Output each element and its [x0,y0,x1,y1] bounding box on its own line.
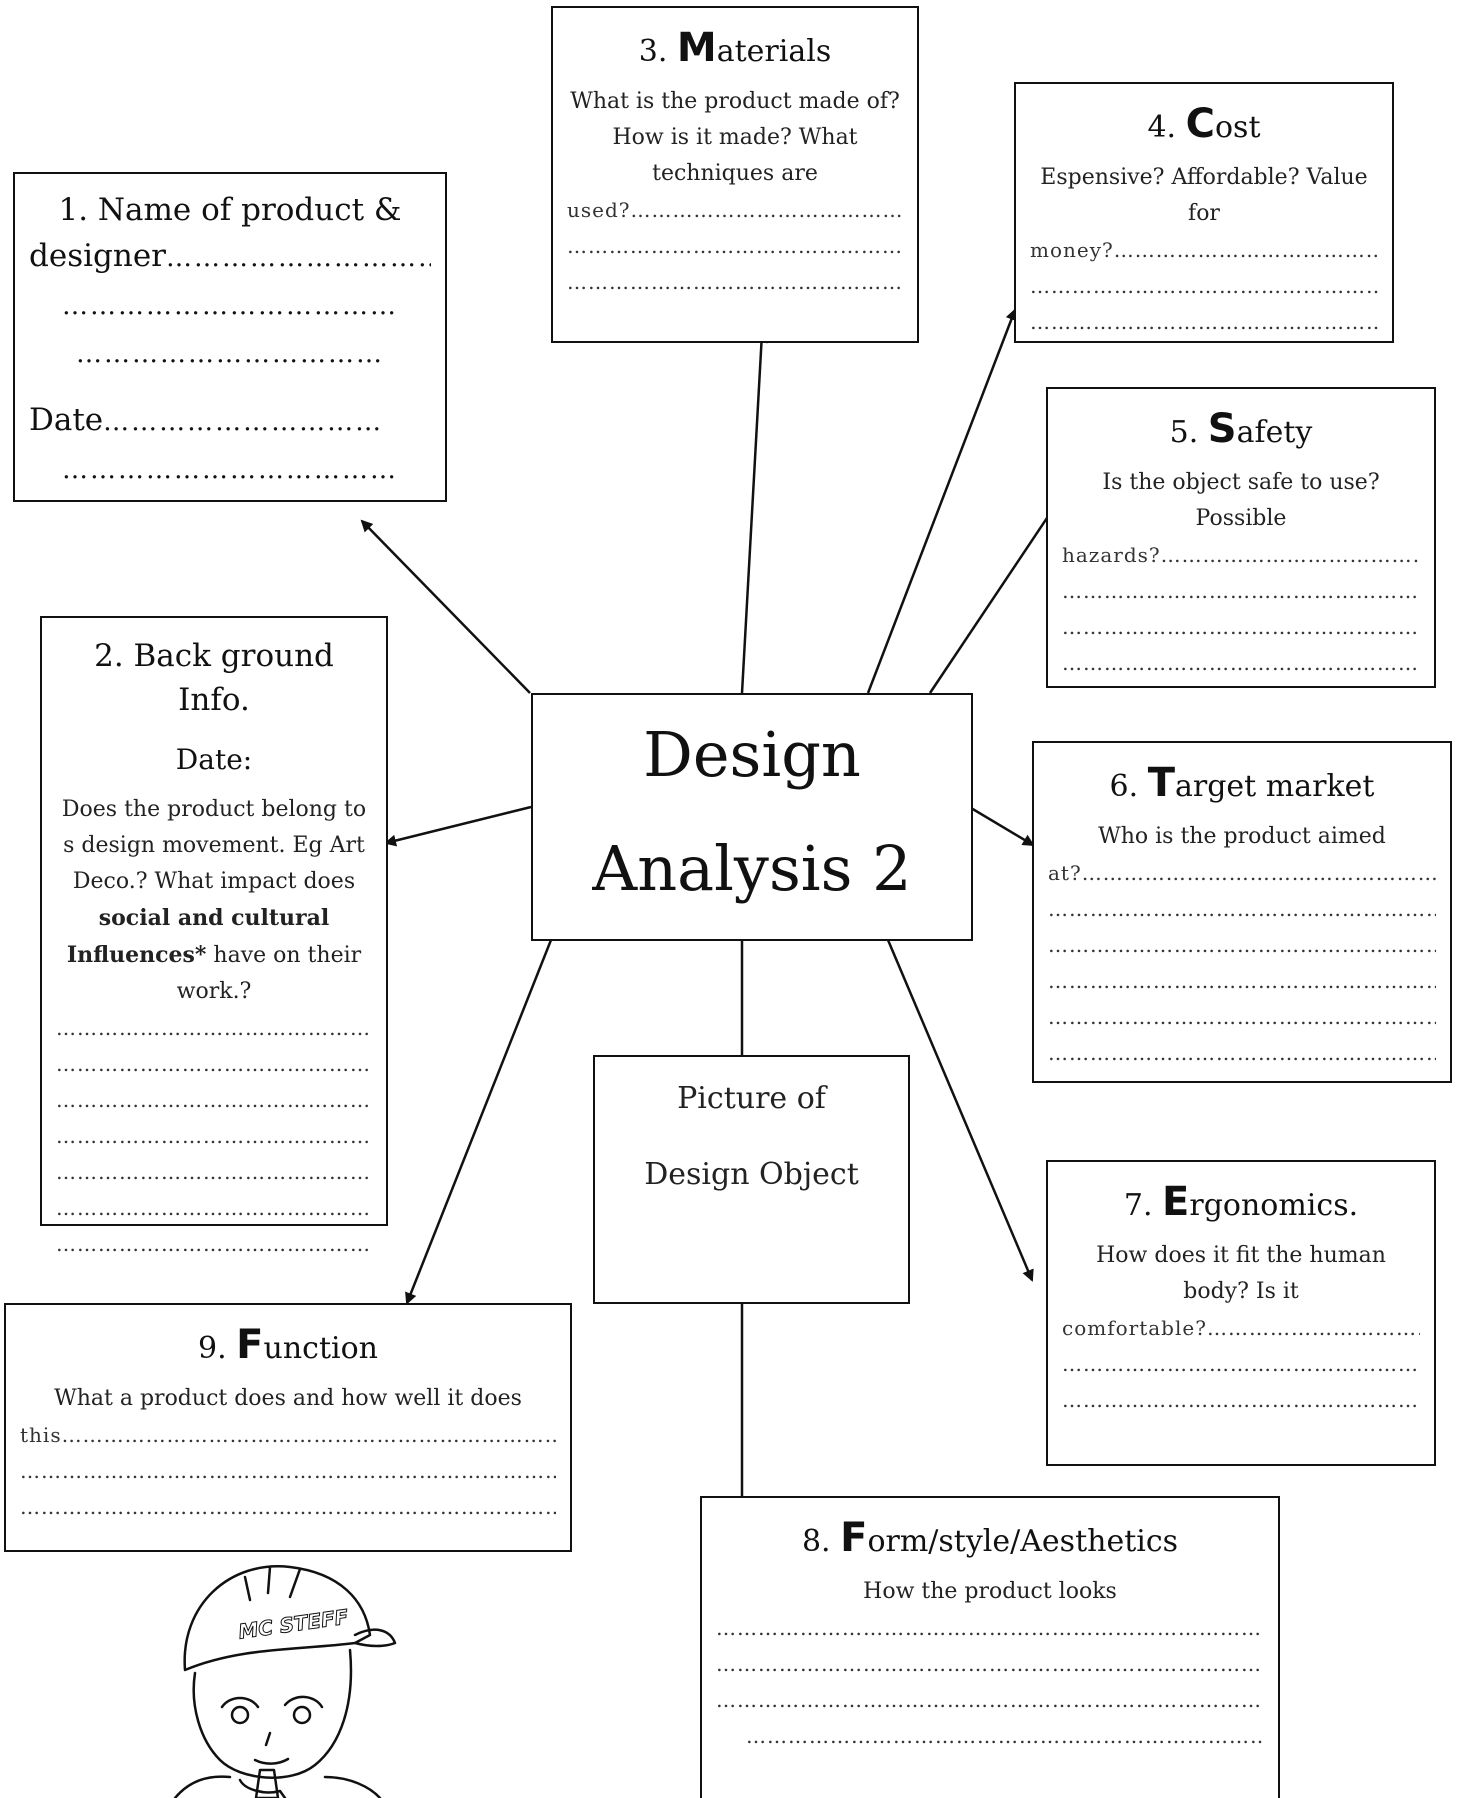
box-ergonomics: 7. Ergonomics. How does it fit the human… [1046,1160,1436,1466]
box2-dots-1[interactable]: ……………………………………… [56,1016,371,1040]
box-function: 9. Function What a product does and how … [4,1303,572,1552]
box2-dots-6[interactable]: ……………………………………… [56,1196,371,1220]
box5-dots-4[interactable]: ……………………………………………………………… [1062,651,1420,675]
box-materials: 3. Materials What is the product made of… [551,6,919,343]
box2-date-label: Date: [175,743,253,776]
box6-dots-5[interactable]: ………………………………………………………………… [1048,1005,1436,1029]
box1-dots-line-3[interactable]: …………………………… [76,339,384,369]
box4-dots-3[interactable]: ……………………………………………………………… [1030,310,1378,334]
center-design-analysis: Design Analysis 2 [531,693,973,941]
arrow-to-box5 [928,501,1059,694]
box-background-info: 2. Back ground Info. Date: Does the prod… [40,616,388,1256]
box2-dots-2[interactable]: ……………………………………… [56,1052,371,1076]
box2-dots-5[interactable]: ……………………………………… [56,1160,371,1184]
box4-dots-2[interactable]: ……………………………………………………………… [1030,274,1378,298]
box9-dots-3[interactable]: ………………………………………………………………………… [20,1495,556,1519]
picture-label-line2: Design Object [644,1157,859,1192]
box-form-style-aesthetics: 8. Form/style/Aesthetics How the product… [700,1496,1280,1798]
box6-dots-1[interactable]: at?………………………………………………………………… [1048,861,1436,885]
box2-bold-text: social and cultural Influences* [66,905,330,968]
box4-dots-1[interactable]: money?……………………………………………………………… [1030,238,1378,262]
box4-title: 4. Cost [1147,101,1261,147]
box5-dots-2[interactable]: ……………………………………………………………… [1062,579,1420,603]
center-title-line1: Design [643,718,861,791]
box9-description: What a product does and how well it does [54,1386,522,1411]
box3-description: What is the product made of? How is it m… [570,89,900,186]
box-safety: 5. Safety Is the object safe to use? Pos… [1046,387,1436,688]
box7-dots-2[interactable]: ……………………………………………………………… [1062,1352,1420,1376]
box5-dots-3[interactable]: ……………………………………………………………… [1062,615,1420,639]
box3-dots-3[interactable]: ……………………………………………………………… [567,270,903,294]
box6-dots-3[interactable]: ………………………………………………………………… [1048,933,1436,957]
box9-dots-1[interactable]: this………………………………………………………………………… [20,1423,556,1447]
box5-dots-1[interactable]: hazards?……………………………………………………………… [1062,543,1420,567]
box3-dots-2[interactable]: ……………………………………………………………… [567,234,903,258]
arrow-to-box1 [360,519,531,694]
arrow-to-box6 [970,806,1035,847]
box1-dots-line-5[interactable]: ……………………………… [62,455,398,485]
box1-title: 1. Name of product & [58,192,402,228]
box3-title: 3. Materials [638,25,832,71]
box3-dots-1[interactable]: used?……………………………………………………………… [567,198,903,222]
box2-title: 2. Back ground Info. [94,638,334,718]
box7-description: How does it fit the human body? Is it [1096,1243,1386,1304]
cartoon-cap-text: MC STEFF [237,1605,350,1644]
box2-dots-4[interactable]: ……………………………………… [56,1124,371,1148]
box-cost: 4. Cost Espensive? Affordable? Value for… [1014,82,1394,343]
cartoon-illustration: MC STEFF [173,1565,397,1798]
box2-dots-7[interactable]: ……………………………………… [56,1232,371,1256]
arrow-to-box7 [886,939,1034,1282]
box1-designer-label: designer [29,238,166,274]
arrow-to-box4 [866,308,1018,694]
box7-dots-1[interactable]: comfortable?……………………………………………………………… [1062,1316,1420,1340]
box1-dots-line-2[interactable]: ……………………………… [62,291,398,321]
box9-title: 9. Function [198,1322,378,1368]
box1-date-label: Date [29,402,104,438]
center-title-line2: Analysis 2 [592,832,912,905]
box7-title: 7. Ergonomics. [1123,1179,1359,1225]
arrow-to-box9 [405,939,553,1305]
box9-dots-2[interactable]: ………………………………………………………………………… [20,1459,556,1483]
box6-title: 6. Target market [1109,760,1375,806]
box4-description: Espensive? Affordable? Value for [1040,165,1368,226]
box6-description: Who is the product aimed [1098,824,1386,849]
box8-dots-4[interactable]: ……………………………………………………………………………… [746,1724,1264,1748]
box6-dots-4[interactable]: ………………………………………………………………… [1048,969,1436,993]
box2-description: Does the product belong to s design move… [61,797,367,1004]
arrow-to-box2 [384,805,532,847]
box5-title: 5. Safety [1169,406,1313,452]
picture-placeholder[interactable]: Picture of Design Object [593,1055,910,1304]
box1-designer-dots[interactable]: ………………………… [166,243,431,273]
box-name-of-product: 1. Name of product & designer………………………… … [13,172,447,502]
box7-dots-3[interactable]: ……………………………………………………………… [1062,1388,1420,1412]
box8-description: How the product looks [863,1579,1117,1604]
box6-dots-6[interactable]: ………………………………………………………………… [1048,1041,1436,1065]
arrow-to-box3 [740,331,768,694]
box2-dots-3[interactable]: ……………………………………… [56,1088,371,1112]
box5-description: Is the object safe to use? Possible [1102,470,1380,531]
box6-dots-2[interactable]: ………………………………………………………………… [1048,897,1436,921]
box8-dots-1[interactable]: ……………………………………………………………………………… [716,1616,1264,1640]
box8-title: 8. Form/style/Aesthetics [801,1515,1179,1561]
picture-label-line1: Picture of [677,1081,826,1116]
box8-dots-3[interactable]: ……………………………………………………………………………… [716,1688,1264,1712]
box1-date-dots[interactable]: ………………………… [103,407,384,437]
box-target-market: 6. Target market Who is the product aime… [1032,741,1452,1083]
box8-dots-2[interactable]: ……………………………………………………………………………… [716,1652,1264,1676]
